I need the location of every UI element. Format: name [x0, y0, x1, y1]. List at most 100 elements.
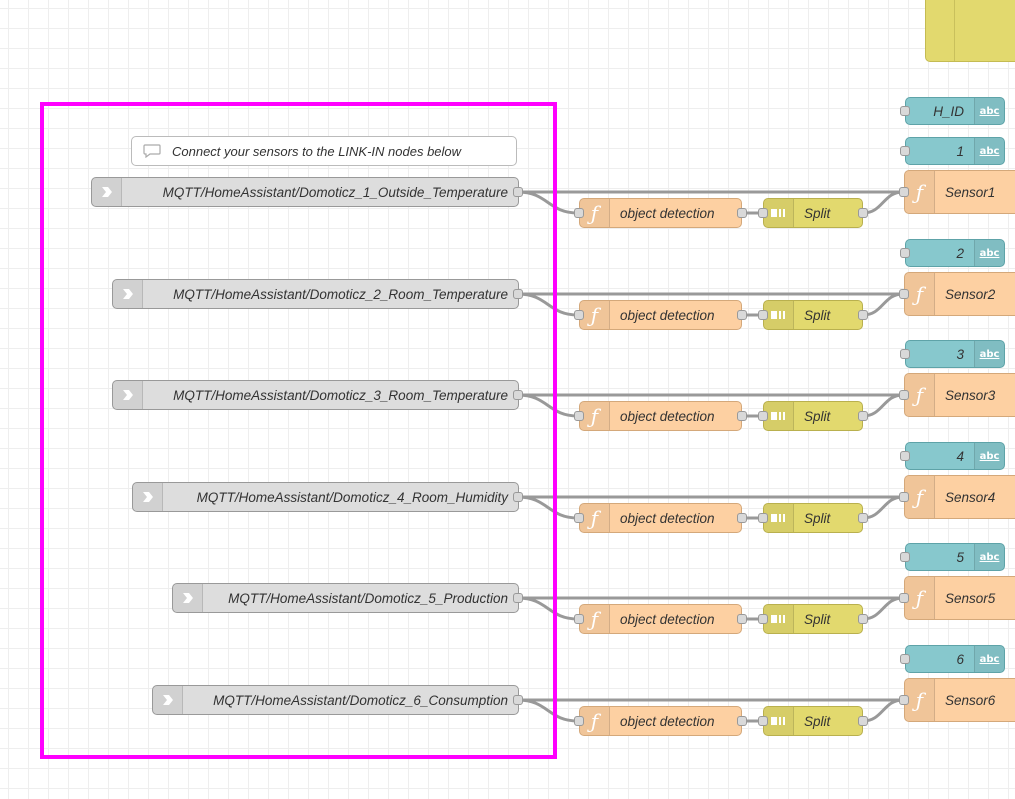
- input-port[interactable]: [758, 614, 768, 624]
- inject-label: H_ID: [933, 103, 964, 119]
- output-port[interactable]: [858, 614, 868, 624]
- link-in-node[interactable]: MQTT/HomeAssistant/Domoticz_2_Room_Tempe…: [112, 279, 519, 309]
- partial-node[interactable]: [925, 0, 1015, 62]
- output-port[interactable]: [513, 390, 523, 400]
- output-port[interactable]: [737, 310, 747, 320]
- function-node[interactable]: ƒ object detection: [579, 198, 742, 228]
- output-port[interactable]: [513, 593, 523, 603]
- sensor-function-node[interactable]: ƒ Sensor5: [904, 576, 1015, 620]
- input-port[interactable]: [574, 614, 584, 624]
- input-port[interactable]: [899, 492, 909, 502]
- output-port[interactable]: [858, 716, 868, 726]
- link-in-node[interactable]: MQTT/HomeAssistant/Domoticz_5_Production: [172, 583, 519, 613]
- output-port[interactable]: [737, 411, 747, 421]
- link-in-label: MQTT/HomeAssistant/Domoticz_1_Outside_Te…: [162, 184, 508, 200]
- input-port[interactable]: [758, 310, 768, 320]
- output-port[interactable]: [737, 614, 747, 624]
- input-port[interactable]: [574, 411, 584, 421]
- input-port[interactable]: [574, 513, 584, 523]
- inject-node[interactable]: 2 abc: [905, 239, 1005, 267]
- input-port[interactable]: [574, 716, 584, 726]
- output-port[interactable]: [858, 208, 868, 218]
- input-port[interactable]: [900, 146, 910, 156]
- output-port[interactable]: [858, 310, 868, 320]
- sensor-function-node[interactable]: ƒ Sensor2: [904, 272, 1015, 316]
- function-node[interactable]: ƒ object detection: [579, 503, 742, 533]
- input-port[interactable]: [574, 310, 584, 320]
- wire: [517, 190, 579, 215]
- inject-node[interactable]: 4 abc: [905, 442, 1005, 470]
- inject-label: 1: [956, 143, 964, 159]
- input-port[interactable]: [900, 451, 910, 461]
- function-icon: ƒ: [905, 577, 935, 619]
- input-port[interactable]: [899, 289, 909, 299]
- abc-icon: abc: [974, 98, 1004, 124]
- sensor-label: Sensor5: [945, 590, 996, 606]
- abc-icon: abc: [974, 443, 1004, 469]
- split-node[interactable]: Split: [763, 706, 863, 736]
- input-port[interactable]: [758, 716, 768, 726]
- sensor-group[interactable]: [40, 102, 557, 759]
- inject-node[interactable]: 6 abc: [905, 645, 1005, 673]
- input-port[interactable]: [758, 513, 768, 523]
- link-in-node[interactable]: MQTT/HomeAssistant/Domoticz_6_Consumptio…: [152, 685, 519, 715]
- output-port[interactable]: [737, 208, 747, 218]
- split-node[interactable]: Split: [763, 604, 863, 634]
- inject-node[interactable]: 1 abc: [905, 137, 1005, 165]
- inject-node[interactable]: H_ID abc: [905, 97, 1005, 125]
- sensor-function-node[interactable]: ƒ Sensor6: [904, 678, 1015, 722]
- wire: [862, 495, 904, 520]
- output-port[interactable]: [513, 492, 523, 502]
- input-port[interactable]: [758, 208, 768, 218]
- function-label: object detection: [620, 307, 715, 323]
- split-node[interactable]: Split: [763, 503, 863, 533]
- sensor-function-node[interactable]: ƒ Sensor4: [904, 475, 1015, 519]
- split-node[interactable]: Split: [763, 401, 863, 431]
- input-port[interactable]: [900, 248, 910, 258]
- output-port[interactable]: [513, 187, 523, 197]
- wire: [517, 495, 579, 520]
- input-port[interactable]: [900, 106, 910, 116]
- output-port[interactable]: [858, 411, 868, 421]
- input-port[interactable]: [900, 654, 910, 664]
- output-port[interactable]: [737, 513, 747, 523]
- comment-node[interactable]: Connect your sensors to the LINK-IN node…: [131, 136, 517, 166]
- link-in-node[interactable]: MQTT/HomeAssistant/Domoticz_4_Room_Humid…: [132, 482, 519, 512]
- split-label: Split: [804, 307, 831, 323]
- wire: [517, 393, 579, 418]
- output-port[interactable]: [858, 513, 868, 523]
- inject-node[interactable]: 3 abc: [905, 340, 1005, 368]
- link-in-node[interactable]: MQTT/HomeAssistant/Domoticz_3_Room_Tempe…: [112, 380, 519, 410]
- function-node[interactable]: ƒ object detection: [579, 604, 742, 634]
- split-icon: [764, 504, 794, 532]
- input-port[interactable]: [900, 552, 910, 562]
- comment-icon: [132, 144, 172, 158]
- abc-icon: abc: [974, 646, 1004, 672]
- function-node[interactable]: ƒ object detection: [579, 401, 742, 431]
- link-in-node[interactable]: MQTT/HomeAssistant/Domoticz_1_Outside_Te…: [91, 177, 519, 207]
- function-label: object detection: [620, 205, 715, 221]
- sensor-function-node[interactable]: ƒ Sensor1: [904, 170, 1015, 214]
- function-node[interactable]: ƒ object detection: [579, 706, 742, 736]
- inject-node[interactable]: 5 abc: [905, 543, 1005, 571]
- inject-label: 3: [956, 346, 964, 362]
- link-in-label: MQTT/HomeAssistant/Domoticz_2_Room_Tempe…: [173, 286, 508, 302]
- input-port[interactable]: [899, 695, 909, 705]
- split-icon: [764, 605, 794, 633]
- output-port[interactable]: [513, 289, 523, 299]
- input-port[interactable]: [899, 187, 909, 197]
- function-icon: ƒ: [580, 707, 610, 735]
- output-port[interactable]: [737, 716, 747, 726]
- split-node[interactable]: Split: [763, 300, 863, 330]
- input-port[interactable]: [574, 208, 584, 218]
- input-port[interactable]: [758, 411, 768, 421]
- function-icon: ƒ: [580, 402, 610, 430]
- input-port[interactable]: [899, 593, 909, 603]
- output-port[interactable]: [513, 695, 523, 705]
- function-node[interactable]: ƒ object detection: [579, 300, 742, 330]
- sensor-function-node[interactable]: ƒ Sensor3: [904, 373, 1015, 417]
- input-port[interactable]: [900, 349, 910, 359]
- split-node[interactable]: Split: [763, 198, 863, 228]
- input-port[interactable]: [899, 390, 909, 400]
